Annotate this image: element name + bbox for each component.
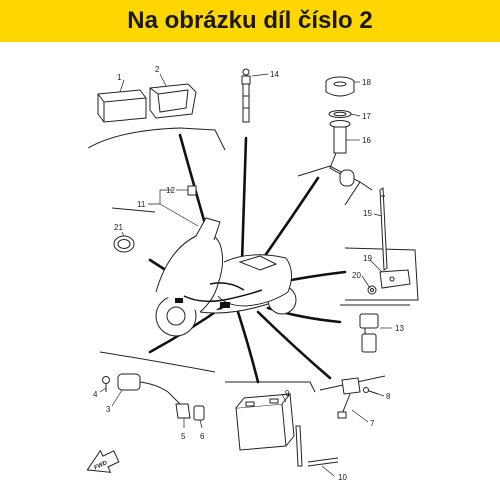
wire-to-9 <box>236 310 260 384</box>
wire-to-7 <box>256 310 332 380</box>
leader-10 <box>321 465 335 477</box>
leader-21 <box>121 231 125 237</box>
leader-2 <box>159 73 167 87</box>
frame-item-15 <box>359 181 373 191</box>
frame-bottom-left <box>99 351 216 373</box>
part-number-3: 3 <box>106 405 111 414</box>
leader-9 <box>281 393 287 403</box>
part-number-17: 17 <box>362 112 371 121</box>
part-number-9: 9 <box>285 389 290 398</box>
part-number-20: 20 <box>352 271 361 280</box>
part-17-gasket <box>328 110 352 118</box>
part-number-11: 11 <box>137 200 146 209</box>
part-1-ecu <box>97 89 147 123</box>
frame-item-21 <box>111 207 156 213</box>
part-number-7: 7 <box>370 419 375 428</box>
part-15-strap <box>379 187 388 271</box>
part-6-spark-plug <box>193 405 205 421</box>
part-battery-strap <box>295 425 303 467</box>
fwd-arrow-icon: FWD <box>86 449 120 473</box>
leader-17 <box>350 113 361 117</box>
part-7-regulator <box>337 377 361 419</box>
part-number-4: 4 <box>93 390 98 399</box>
part-number-1: 1 <box>117 73 122 82</box>
part-11-scooter-harness <box>155 217 297 337</box>
leader-20 <box>361 275 371 289</box>
part-number-15: 15 <box>363 209 372 218</box>
leader-7 <box>351 409 369 423</box>
part-2-bracket <box>149 83 197 119</box>
leader-1 <box>119 79 125 93</box>
part-number-14: 14 <box>270 70 279 79</box>
part-19-plate <box>379 269 411 289</box>
part-number-21: 21 <box>114 223 123 232</box>
part-number-6: 6 <box>200 432 205 441</box>
part-12-clip <box>187 185 197 196</box>
frame-bottom-center <box>225 381 316 393</box>
wire-to-16 <box>260 176 320 262</box>
leader-8 <box>377 393 385 397</box>
part-8-screw <box>363 387 379 395</box>
part-13-relay <box>359 313 379 353</box>
part-3-coil <box>117 373 169 393</box>
title-banner: Na obrázku díl číslo 2 <box>0 0 500 42</box>
leader-3 <box>111 389 123 407</box>
harness-lines <box>183 282 263 303</box>
part-number-13: 13 <box>395 324 404 333</box>
part-16-sender <box>329 120 355 187</box>
part-number-2: 2 <box>155 65 160 74</box>
part-number-16: 16 <box>362 136 371 145</box>
leader-19 <box>369 259 383 273</box>
frame-top-left <box>87 127 226 151</box>
page-title: Na obrázku díl číslo 2 <box>127 7 373 34</box>
part-21-grommet <box>113 235 135 253</box>
frame-right <box>344 247 419 301</box>
fwd-label: FWD <box>93 460 109 471</box>
leader-11 <box>148 189 199 227</box>
part-number-18: 18 <box>362 78 371 87</box>
part-5-plug-cap <box>167 391 191 419</box>
part-4-bolt <box>102 376 110 392</box>
leader-4 <box>99 387 107 393</box>
harness-connector <box>220 302 230 308</box>
part-number-12: 12 <box>166 186 175 195</box>
part-9-battery <box>235 393 295 451</box>
leader-6 <box>199 419 203 429</box>
harness-connector-front <box>175 298 183 303</box>
part-10-band <box>307 457 339 467</box>
leader-15 <box>373 213 383 217</box>
part-number-19: 19 <box>363 254 372 263</box>
part-18-cap <box>325 76 355 97</box>
leader-14 <box>251 73 269 77</box>
part-number-10: 10 <box>338 473 347 482</box>
wire-to-14 <box>240 136 248 264</box>
part-14-sensor <box>241 68 251 123</box>
part-number-5: 5 <box>181 432 186 441</box>
part-number-8: 8 <box>386 392 391 401</box>
